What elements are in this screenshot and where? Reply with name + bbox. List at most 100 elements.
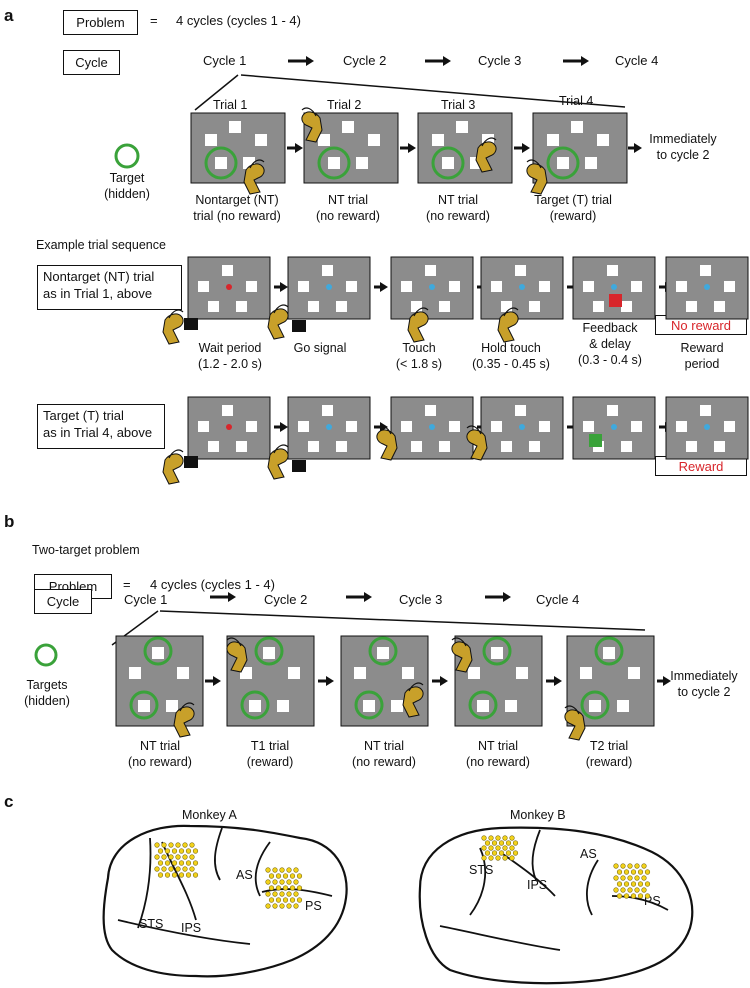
electrode-a-frontal (265, 867, 271, 873)
electrode-a-frontal (275, 897, 282, 903)
cycle-label-1: Cycle 1 (203, 53, 247, 68)
electrode-b-posterior (488, 845, 494, 851)
electrode-b-frontal (641, 863, 647, 869)
sulcus-label-ps-a: PS (305, 899, 322, 913)
hand-b-4 (451, 637, 473, 673)
brain-b-as (586, 859, 599, 916)
electrode-a-frontal (296, 885, 303, 891)
nt-fixation-dot-1 (226, 284, 232, 290)
t-step-arrow-1-head (280, 422, 288, 432)
b-trial-3-sq-top (377, 647, 389, 659)
electrode-b-frontal (616, 893, 623, 899)
nt-step-1-sq-top (222, 265, 233, 276)
caption-line: T2 trial (589, 739, 629, 753)
electrode-a-frontal (293, 879, 299, 885)
reward-box: Reward (655, 456, 747, 476)
t-step-2-sq-botright (336, 441, 347, 452)
nt-step-1-sq-botleft (208, 301, 219, 312)
b-trial-caption-5: T2 trial (reward) (564, 738, 654, 770)
hand-nt-hold-finger (503, 307, 519, 317)
electrode-b-posterior (509, 855, 515, 861)
t-step-1-sq-left (198, 421, 209, 432)
problem-description: 4 cycles (cycles 1 - 4) (176, 13, 301, 28)
electrode-b-posterior (481, 835, 487, 841)
nt-step-4-sq-right (539, 281, 550, 292)
b-trial-1-sq-top (152, 647, 164, 659)
brain-a-outline (102, 824, 348, 978)
nt-step-3-sq-left (401, 281, 412, 292)
nt-label-line-1: Nontarget (NT) trial (43, 269, 155, 284)
electrode-a-posterior (164, 860, 171, 866)
sulcus-label-ips-a: IPS (181, 921, 202, 935)
electrode-a-frontal (282, 873, 289, 879)
step-caption-wait: Wait period (1.2 - 2.0 s) (180, 340, 280, 372)
immediately-text-a: Immediately to cycle 2 (643, 131, 723, 163)
b-trial-1-sq-right (177, 667, 189, 679)
t-step-2-sq-botleft (308, 441, 319, 452)
electrode-b-posterior (488, 835, 494, 841)
electrode-b-frontal (644, 893, 651, 899)
electrode-a-posterior (168, 866, 174, 872)
electrode-b-frontal (630, 869, 637, 875)
trial-1-sq-right (255, 134, 267, 146)
electrode-b-frontal (634, 875, 640, 881)
t-step-5-sq-botright (621, 441, 632, 452)
electrode-b-posterior (495, 845, 501, 851)
trial-screen-1 (190, 112, 286, 184)
cycle-b-label-3: Cycle 3 (399, 592, 443, 607)
monkey-b-title: Monkey B (510, 808, 566, 822)
trial-title-1: Trial 1 (213, 98, 248, 112)
electrode-b-frontal (627, 887, 633, 893)
trial-caption-2: NT trial (no reward) (305, 192, 391, 224)
caption-line: NT trial (437, 193, 479, 207)
step-caption-reward: Reward period (672, 340, 732, 372)
trial-2-sq-top (342, 121, 354, 133)
electrode-b-frontal (620, 863, 626, 869)
electrode-a-frontal (289, 873, 296, 879)
caption-line: & delay (589, 337, 631, 351)
caption-line: period (684, 357, 720, 371)
t-fixation-dot-1 (226, 424, 232, 430)
b-trial-2-sq-botright (277, 700, 289, 712)
hold-pad-t-wait (184, 456, 198, 468)
hold-pad-nt-wait (184, 318, 198, 330)
electrode-b-posterior (502, 835, 508, 841)
electrode-a-posterior (171, 872, 178, 878)
nt-step-5-sq-top (607, 265, 618, 276)
hand-trial-2-finger (301, 107, 317, 117)
b-trial-arrow-1-head (213, 676, 221, 686)
t-label-line-2: as in Trial 4, above (43, 425, 153, 440)
electrode-a-frontal (265, 903, 271, 909)
t-step-6-sq-right (724, 421, 735, 432)
electrode-a-frontal (272, 879, 278, 885)
electrode-a-frontal (289, 885, 296, 891)
electrode-a-posterior (164, 848, 171, 854)
brain-b-ips (499, 851, 556, 897)
cycle-label-4: Cycle 4 (615, 53, 659, 68)
caption-line: (< 1.8 s) (395, 357, 443, 371)
trial-arrow-1-head (295, 143, 303, 153)
electrode-a-posterior (185, 860, 192, 866)
electrode-a-posterior (171, 848, 178, 854)
electrode-b-frontal (637, 869, 644, 875)
t-step-1-sq-top (222, 405, 233, 416)
hand-b-4-finger (451, 637, 467, 647)
electrode-a-posterior (182, 854, 188, 860)
brain-a-ips (161, 841, 197, 921)
electrode-b-frontal (641, 887, 647, 893)
trial-4-sq-left (547, 134, 559, 146)
electrode-b-posterior (509, 845, 515, 851)
electrode-a-posterior (154, 842, 160, 848)
caption-line: (reward) (246, 755, 294, 769)
electrode-a-frontal (293, 867, 299, 873)
b-target-ring-bottom-5 (580, 690, 610, 720)
electrode-b-posterior (498, 850, 505, 856)
t-step-1-sq-botleft (208, 441, 219, 452)
electrode-a-frontal (296, 897, 303, 903)
nt-step-arrow-1-head (280, 282, 288, 292)
trial-3-sq-left (432, 134, 444, 146)
electrode-b-posterior (495, 835, 501, 841)
hand-nt-wait (162, 309, 184, 345)
caption-line: Feedback (582, 321, 638, 335)
brain-b-cs (531, 829, 541, 881)
